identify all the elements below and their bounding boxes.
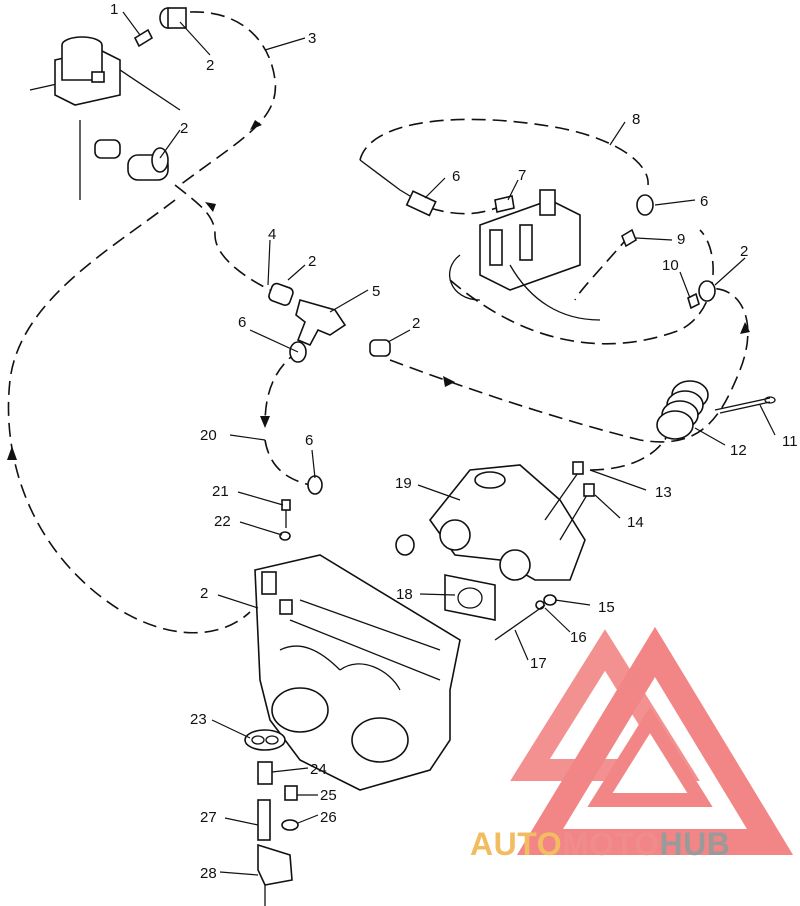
callout-11: 11	[782, 433, 798, 450]
arrow-4	[740, 322, 750, 334]
clamp-2c	[698, 280, 716, 302]
bolt-21	[281, 499, 291, 528]
callout-2: 2	[200, 585, 208, 602]
clamp-4-2	[268, 282, 294, 306]
cylinder-block	[254, 554, 461, 791]
bellows-12	[656, 380, 709, 440]
callout-6: 6	[452, 168, 460, 185]
callout-5: 5	[372, 283, 380, 300]
washer-15	[543, 594, 557, 606]
hose-piece-2b	[94, 139, 169, 181]
callout-1: 1	[110, 1, 118, 18]
callout-27: 27	[200, 809, 217, 826]
callout-10: 10	[662, 257, 679, 274]
callout-17: 17	[530, 655, 547, 672]
callout-2: 2	[412, 315, 420, 332]
callout-22: 22	[214, 513, 231, 530]
callout-23: 23	[190, 711, 207, 728]
callout-6: 6	[238, 314, 246, 331]
hose-8-route	[359, 118, 649, 186]
valve-27	[257, 799, 271, 841]
callout-4: 4	[268, 226, 276, 243]
hose-loop-left	[7, 199, 251, 634]
arrow-6	[7, 446, 17, 460]
bolt-13	[544, 461, 584, 521]
hose-manifold-loop	[449, 229, 714, 345]
watermark-auto: AUTO	[470, 826, 562, 862]
callout-2: 2	[740, 243, 748, 260]
manifold-19	[428, 464, 586, 581]
hose-3-route	[179, 11, 277, 186]
flow-arrows	[7, 120, 750, 460]
callout-2: 2	[206, 57, 214, 74]
arrow-1	[250, 120, 262, 130]
watermark-logo	[510, 626, 794, 855]
callout-6: 6	[700, 193, 708, 210]
arrow-3	[443, 376, 455, 387]
fitting-24	[257, 761, 273, 785]
callout-8: 8	[632, 111, 640, 128]
upper-manifold	[359, 159, 601, 321]
clamp-2e	[369, 339, 391, 357]
callout-2: 2	[180, 120, 188, 137]
callout-26: 26	[320, 809, 337, 826]
fitting-10	[687, 292, 700, 310]
callout-9: 9	[677, 231, 685, 248]
fitting-1	[133, 28, 154, 48]
oil-reservoir	[29, 36, 181, 200]
callout-20: 20	[200, 427, 217, 444]
callout-16: 16	[570, 629, 587, 646]
callout-7: 7	[518, 167, 526, 184]
callout-3: 3	[308, 30, 316, 47]
washer-22	[279, 531, 291, 541]
gasket-18	[444, 574, 496, 621]
hose-to-13	[589, 429, 671, 471]
arrow-5	[260, 416, 270, 428]
clamp-6b	[636, 194, 654, 216]
leader-lines	[122, 11, 776, 876]
callout-21: 21	[212, 483, 229, 500]
callout-18: 18	[396, 586, 413, 603]
fitting-28	[257, 843, 293, 906]
hose-20-fittings	[307, 475, 415, 556]
callout-6: 6	[305, 432, 313, 449]
hose-8-lower	[429, 204, 506, 215]
washer-26	[281, 819, 299, 831]
callout-15: 15	[598, 599, 615, 616]
hose-9-route	[574, 234, 631, 301]
watermark-text: AUTOMOTOHUB	[470, 826, 730, 862]
arrow-2	[205, 202, 216, 212]
callout-14: 14	[627, 514, 644, 531]
bolt-25	[284, 785, 298, 801]
callout-2: 2	[308, 253, 316, 270]
callout-13: 13	[655, 484, 672, 501]
bolt-17	[494, 604, 546, 641]
callout-19: 19	[395, 475, 412, 492]
callout-25: 25	[320, 787, 337, 804]
callout-24: 24	[310, 761, 327, 778]
watermark-hub: HUB	[659, 826, 730, 862]
bolt-14	[559, 483, 595, 541]
hose-20-route	[264, 439, 311, 486]
hose-routes	[7, 11, 749, 634]
fitting-7	[494, 195, 515, 213]
cotter-pin-11	[714, 396, 776, 414]
svg-text:AUTOMOTOHUB: AUTOMOTOHUB	[470, 826, 730, 862]
callout-labels: 1 2 3 2 8 6 7 6 9 2 10 4 2 5 6 2 12 11 2…	[110, 1, 798, 882]
fitting-9	[621, 228, 637, 248]
o-ring-23	[244, 729, 286, 751]
hose-to-tee	[174, 184, 271, 291]
callout-28: 28	[200, 865, 217, 882]
watermark-moto: MOTO	[562, 826, 659, 862]
callout-12: 12	[730, 442, 747, 459]
hose-to-12	[389, 287, 749, 443]
tee-fitting-5	[295, 299, 347, 347]
